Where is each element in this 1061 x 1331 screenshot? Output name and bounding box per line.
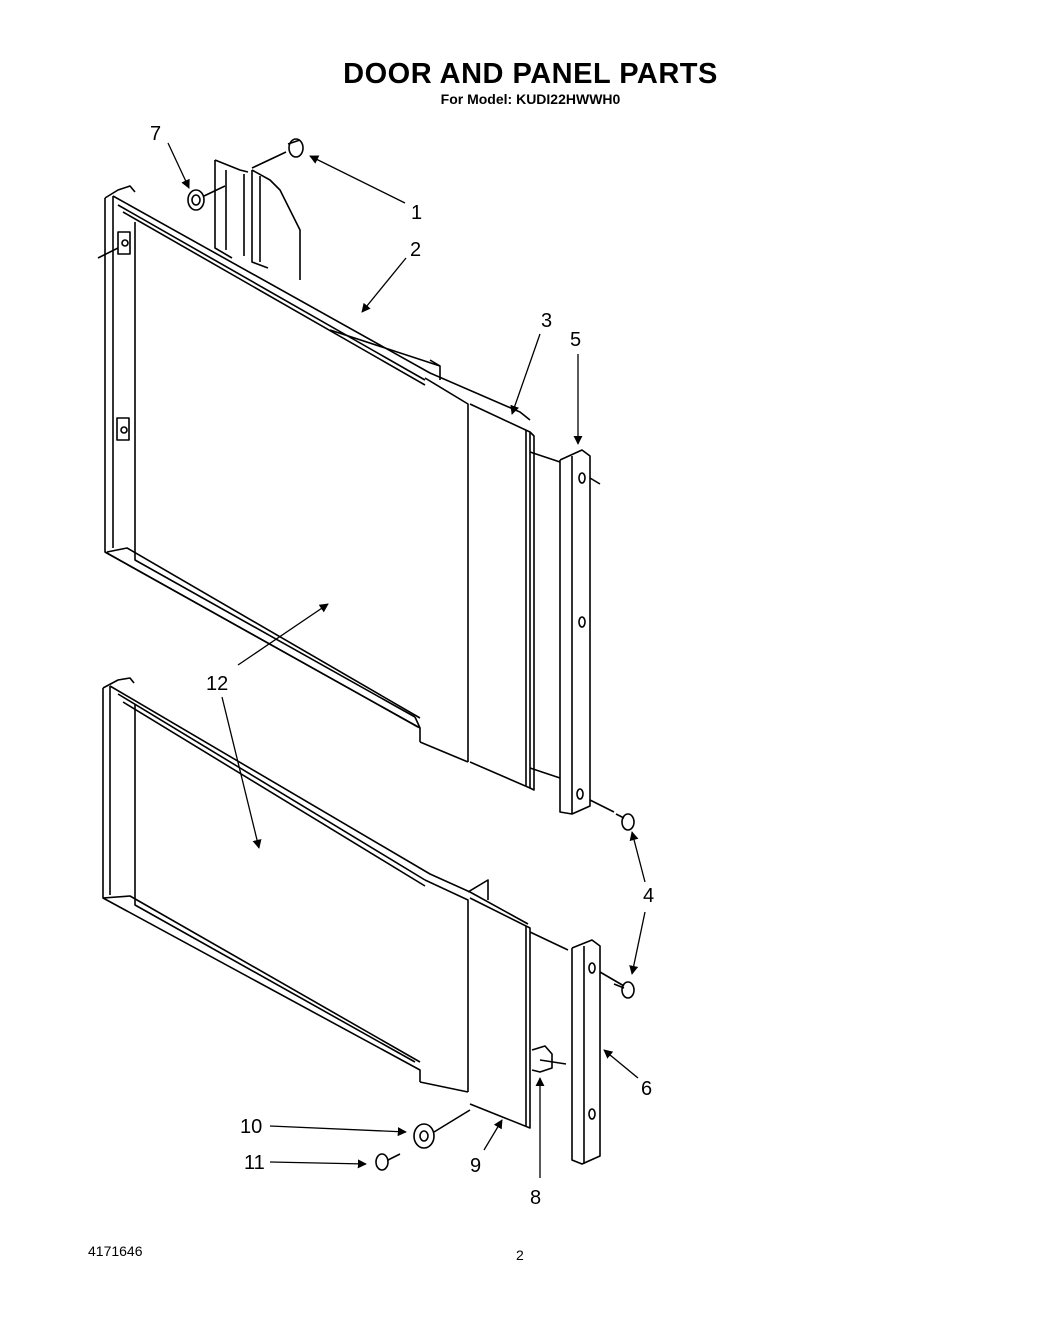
callout-7: 7 bbox=[150, 123, 161, 145]
callout-2: 2 bbox=[410, 239, 421, 261]
page-number: 2 bbox=[516, 1247, 524, 1263]
callout-10: 10 bbox=[240, 1116, 262, 1138]
screw-part-4-upper bbox=[615, 813, 635, 831]
callout-3: 3 bbox=[541, 310, 552, 332]
upper-door-panel bbox=[97, 159, 531, 763]
side-trim-5 bbox=[559, 449, 615, 815]
side-trim-6 bbox=[571, 939, 625, 1165]
callout-labels: 1 2 3 4 5 6 7 8 9 10 11 12 bbox=[150, 123, 654, 1209]
callout-5: 5 bbox=[570, 329, 581, 351]
callout-12: 12 bbox=[206, 673, 228, 695]
callout-4: 4 bbox=[643, 885, 654, 907]
lower-insert-panel-9 bbox=[469, 897, 569, 1129]
callout-leaders bbox=[167, 142, 646, 1178]
page-title: DOOR AND PANEL PARTS bbox=[343, 58, 718, 90]
document-number: 4171646 bbox=[88, 1243, 143, 1259]
callout-8: 8 bbox=[530, 1187, 541, 1209]
callout-1: 1 bbox=[411, 202, 422, 224]
screw-part-1 bbox=[251, 138, 304, 169]
callout-6: 6 bbox=[641, 1078, 652, 1100]
model-subtitle: For Model: KUDI22HWWH0 bbox=[440, 91, 621, 107]
lower-door-panel bbox=[102, 677, 529, 1093]
callout-9: 9 bbox=[470, 1155, 481, 1177]
screw-part-4-lower bbox=[613, 981, 635, 999]
callout-11: 11 bbox=[244, 1152, 265, 1174]
nut-part-10 bbox=[413, 1109, 471, 1149]
grommet-part-7 bbox=[187, 185, 226, 211]
screw-part-11 bbox=[375, 1153, 401, 1171]
insert-panel-3 bbox=[469, 403, 561, 791]
